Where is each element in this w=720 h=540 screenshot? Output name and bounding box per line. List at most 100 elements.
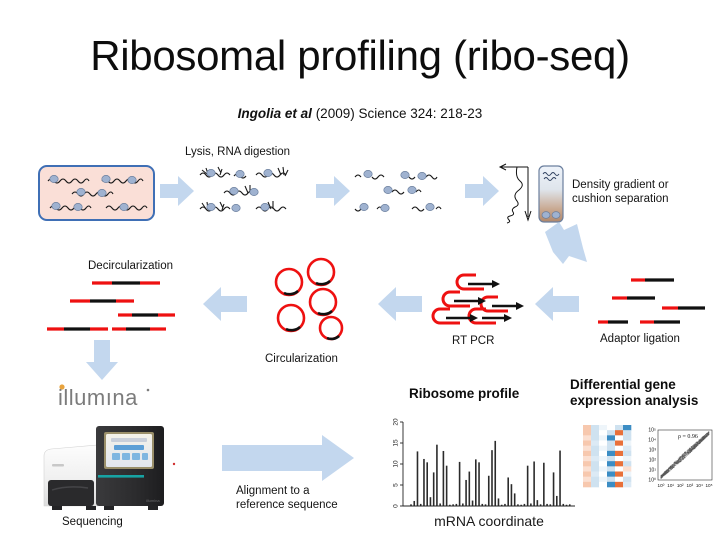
heatmap-cell: [623, 476, 632, 483]
heatmap-cell: [583, 435, 592, 441]
heatmap-cell: [607, 476, 616, 483]
label-decircularization: Decircularization: [88, 260, 174, 272]
y-tick-label: 0: [393, 504, 400, 508]
heatmap-cell: [591, 481, 600, 488]
arrow-right-alignment: [222, 435, 354, 481]
heatmap-cell: [591, 430, 600, 436]
heatmap-cell: [599, 456, 608, 462]
heatmap-cell: [591, 476, 600, 483]
heatmap-cell: [615, 445, 624, 452]
heatmap-cell: [607, 440, 616, 446]
heatmap-cell: [607, 471, 616, 477]
cell-contents-icon: [47, 175, 148, 211]
scatter-x-tick: 10⁵: [705, 483, 712, 488]
dge-heatmap: [583, 425, 632, 488]
arrow-left-1: [203, 285, 247, 323]
heatmap-cell: [607, 481, 616, 488]
label-lysis: Lysis, RNA digestion: [185, 146, 291, 158]
heatmap-cell: [615, 450, 624, 457]
label-density-gradient: Density gradient or cushion separation: [572, 178, 669, 207]
y-tick-label: 15: [393, 439, 400, 447]
ribosome-profile-title: Ribosome profile: [409, 386, 520, 401]
arrow-diagonal-down: [543, 222, 589, 266]
sequencer-image: illumina: [38, 418, 178, 516]
scatter-y-tick: 10²: [649, 458, 657, 464]
heatmap-cell: [591, 461, 600, 467]
scatter-x-tick: 10²: [677, 483, 684, 488]
heatmap-cell: [583, 461, 592, 467]
illumina-wordmark: illumına: [58, 385, 138, 410]
label-adaptor-ligation: Adaptor ligation: [600, 333, 680, 345]
heatmap-cell: [599, 471, 608, 477]
label-rt-pcr: RT PCR: [452, 335, 495, 347]
heatmap-cell: [615, 430, 624, 436]
scatter-y-tick: 10⁰: [648, 478, 656, 484]
heatmap-cell: [623, 481, 632, 488]
heatmap-cell: [599, 450, 608, 457]
arrow-down-1: [85, 340, 119, 380]
heatmap-cell: [623, 450, 632, 457]
heatmap-cell: [607, 450, 616, 457]
heatmap-cell: [607, 445, 616, 452]
heatmap-cell: [615, 466, 624, 472]
dge-title: Differential gene expression analysis: [570, 377, 718, 409]
label-circularization: Circularization: [265, 353, 338, 365]
heatmap-cell: [623, 435, 632, 441]
gradient-tube-diagram: [538, 165, 564, 223]
citation-authors: Ingolia et al: [237, 106, 312, 121]
label-density-line1: Density gradient or: [572, 179, 669, 191]
label-alignment-line1: Alignment to a: [236, 485, 310, 497]
heatmap-cell: [623, 471, 632, 477]
y-tick-label: 10: [393, 460, 400, 468]
heatmap-cell: [591, 471, 600, 477]
label-alignment: Alignment to a reference sequence: [236, 484, 338, 513]
heatmap-cell: [615, 471, 624, 477]
scatter-y-tick: 10⁴: [648, 438, 656, 444]
heatmap-cell: [623, 425, 632, 431]
adaptor-ligation-diagram: [598, 272, 718, 332]
heatmap-cell: [583, 430, 592, 436]
heatmap-cell: [607, 435, 616, 441]
cell-diagram: [38, 165, 155, 221]
scatter-x-tick: 10¹: [667, 483, 674, 488]
heatmap-cell: [623, 440, 632, 446]
arrow-left-2: [378, 285, 422, 323]
heatmap-cell: [615, 461, 624, 467]
correlation-annotation: ρ = 0.96: [678, 434, 698, 440]
heatmap-cell: [591, 456, 600, 462]
heatmap-cell: [583, 440, 592, 446]
digested-mrna-diagram: [196, 163, 311, 221]
arrow-right-3: [465, 175, 499, 207]
circularized-dna-diagram: [265, 257, 355, 341]
heatmap-cell: [583, 476, 592, 483]
heatmap-cell: [599, 476, 608, 483]
heatmap-cell: [591, 425, 600, 431]
heatmap-cell: [591, 445, 600, 452]
heatmap-cell: [583, 425, 592, 431]
page-title: Ribosomal profiling (ribo-seq): [90, 32, 630, 79]
gradient-trace-diagram: [497, 163, 537, 225]
heatmap-cell: [591, 435, 600, 441]
heatmap-cell: [599, 461, 608, 467]
heatmap-cell: [615, 481, 624, 488]
scatter-x-tick: 10⁰: [658, 483, 665, 488]
y-tick-label: 5: [393, 483, 400, 487]
scatter-y-tick: 10³: [649, 448, 657, 454]
arrow-right-2: [316, 175, 350, 207]
heatmap-cell: [583, 466, 592, 472]
heatmap-cell: [591, 450, 600, 457]
heatmap-cell: [599, 481, 608, 488]
heatmap-cell: [615, 435, 624, 441]
heatmap-cell: [591, 440, 600, 446]
scatter-x-tick: 10⁴: [696, 483, 703, 488]
citation-reference: (2009) Science 324: 218-23: [311, 106, 483, 121]
heatmap-cell: [599, 425, 608, 431]
heatmap-cell: [583, 481, 592, 488]
footprints-diagram: [352, 165, 462, 220]
heatmap-cell: [623, 466, 632, 472]
heatmap-cell: [599, 445, 608, 452]
svg-text:illumina: illumina: [146, 498, 160, 503]
rt-pcr-diagram: [428, 265, 540, 337]
citation: Ingolia et al (2009) Science 324: 218-23: [0, 106, 720, 121]
